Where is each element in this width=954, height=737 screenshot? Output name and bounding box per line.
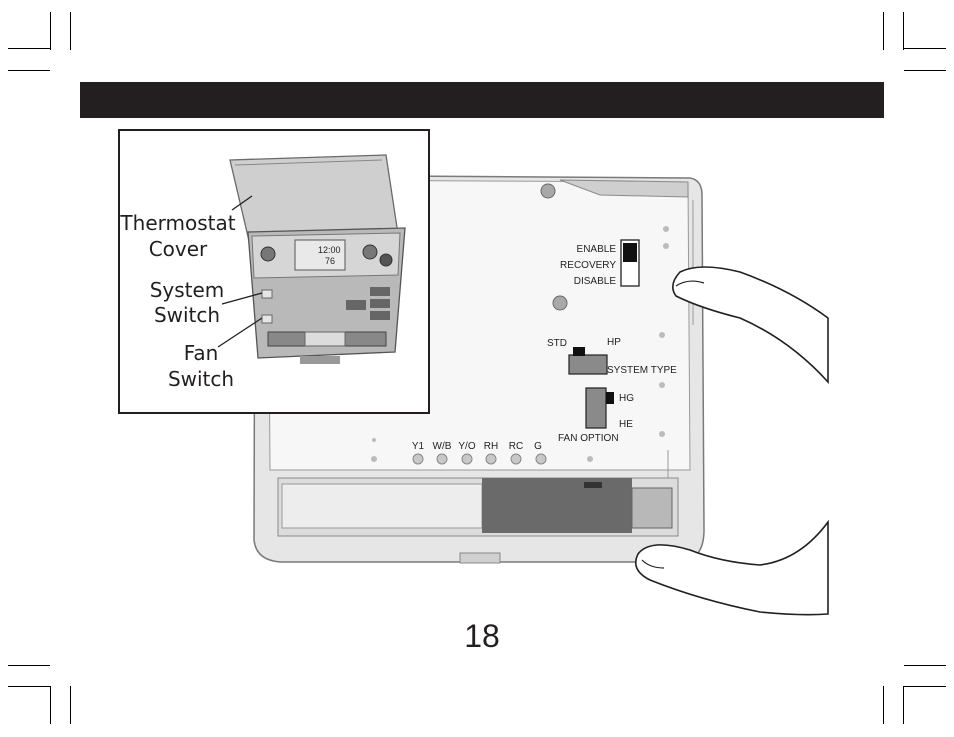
- crop-mark: [8, 70, 50, 71]
- crop-mark: [883, 12, 884, 50]
- header-bar: [80, 82, 884, 118]
- inset-panel: 12:00 76: [118, 129, 430, 414]
- callout-system-switch: System: [150, 278, 225, 302]
- crop-mark: [70, 12, 71, 50]
- fan-option-knob: [606, 392, 614, 404]
- callout-fan-switch: Switch: [168, 367, 234, 391]
- terminal-label: RC: [509, 441, 523, 452]
- system-type-hp-label: HP: [607, 337, 621, 348]
- callout-system-switch: Switch: [154, 303, 220, 327]
- terminal-label: G: [534, 441, 542, 452]
- fan-option-he-label: HE: [619, 419, 633, 430]
- recovery-switch-knob: [623, 243, 637, 262]
- page-number: 18: [464, 618, 500, 654]
- terminal-label: Y1: [412, 441, 425, 452]
- crop-mark: [50, 12, 51, 50]
- crop-mark: [50, 686, 51, 724]
- crop-mark: [8, 48, 50, 49]
- callout-thermostat-cover: Thermostat: [119, 211, 235, 235]
- system-type-std-label: STD: [547, 338, 567, 349]
- terminal-label: Y/O: [458, 441, 475, 452]
- recovery-disable-label: DISABLE: [574, 276, 617, 287]
- crop-mark: [8, 665, 50, 666]
- terminal-label: RH: [484, 441, 498, 452]
- hand-top: [672, 266, 829, 385]
- fan-option-switch[interactable]: [585, 387, 607, 429]
- crop-mark: [70, 686, 71, 724]
- display-time: 12:00: [318, 245, 341, 255]
- crop-mark: [883, 686, 884, 724]
- crop-mark: [904, 665, 946, 666]
- system-type-switch[interactable]: [568, 354, 608, 375]
- crop-mark: [904, 48, 946, 49]
- system-type-knob: [573, 347, 585, 356]
- fan-option-hg-label: HG: [619, 393, 634, 404]
- terminal-label: W/B: [433, 441, 452, 452]
- system-type-label: SYSTEM TYPE: [607, 365, 677, 376]
- crop-mark: [903, 12, 904, 50]
- hand-bottom: [634, 519, 829, 616]
- crop-mark: [8, 686, 50, 687]
- crop-mark: [904, 70, 946, 71]
- crop-mark: [904, 686, 946, 687]
- callout-thermostat-cover: Cover: [149, 237, 208, 261]
- display-temp: 76: [325, 256, 335, 266]
- callout-fan-switch: Fan: [184, 341, 219, 365]
- fan-option-label: FAN OPTION: [558, 433, 619, 444]
- crop-mark: [903, 686, 904, 724]
- recovery-recovery-label: RECOVERY: [560, 260, 616, 271]
- recovery-enable-label: ENABLE: [577, 244, 617, 255]
